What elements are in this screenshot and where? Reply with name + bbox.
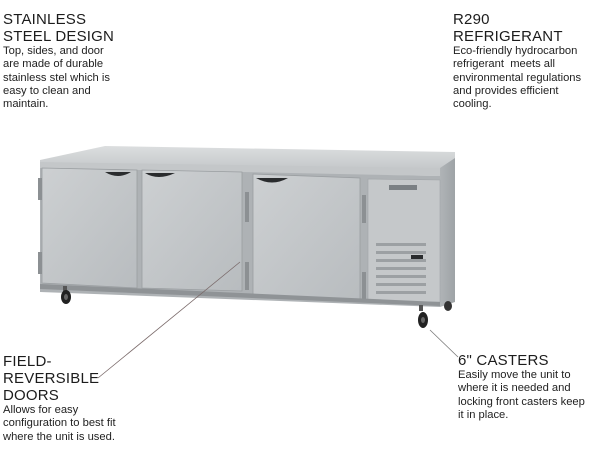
callout-title: FIELD- REVERSIBLE DOORS [3, 353, 143, 404]
body-line: where the unit is used. [3, 430, 115, 443]
door-handle-icon [105, 172, 131, 176]
body-line: stainless stel which is [3, 71, 110, 84]
caster-icon [418, 305, 428, 328]
callout-title: 6" CASTERS [458, 352, 549, 369]
caster-icon [444, 301, 452, 311]
title-line: DOORS [3, 387, 60, 404]
title-line: STAINLESS [3, 11, 87, 28]
callout-stainless-steel: STAINLESS STEEL DESIGN Top, sides, and d… [3, 11, 133, 111]
body-line: Easily move the unit to [458, 369, 571, 381]
door-handle-icon [145, 173, 175, 177]
title-line: STEEL DESIGN [3, 28, 115, 45]
callout-title: R290 REFRIGERANT [453, 11, 563, 45]
callout-body: Allows for easy configuration to best fi… [3, 404, 143, 444]
callout-casters: 6" CASTERS Easily move the unit to where… [458, 352, 598, 422]
callout-body: Top, sides, and door are made of durable… [3, 45, 133, 111]
body-line: environmental regulations [453, 71, 582, 84]
body-line: are made of durable [3, 58, 104, 71]
body-line: where it is needed and [458, 382, 571, 395]
body-line: easy to clean and [3, 84, 91, 97]
body-line: Top, sides, and door [3, 45, 104, 57]
callout-title: STAINLESS STEEL DESIGN [3, 11, 133, 45]
callout-body: Easily move the unit to where it is need… [458, 369, 598, 422]
body-line: Eco-friendly hydrocarbon [453, 45, 578, 57]
brand-badge [389, 185, 417, 190]
body-line: cooling. [453, 98, 492, 111]
door-2 [141, 169, 249, 292]
body-line: it in place. [458, 408, 509, 421]
doors-leader-line [97, 261, 241, 379]
door-3 [252, 173, 366, 301]
body-line: refrigerant meets all [453, 58, 555, 71]
vent-grille-icon [376, 243, 426, 294]
title-line: FIELD- [3, 353, 52, 370]
casters-leader-line [429, 329, 459, 358]
callout-body: Eco-friendly hydrocarbon refrigerant mee… [453, 45, 600, 111]
body-line: maintain. [3, 98, 49, 111]
compressor-panel [367, 178, 441, 303]
title-line: REVERSIBLE [3, 370, 100, 387]
callout-reversible-doors: FIELD- REVERSIBLE DOORS Allows for easy … [3, 353, 143, 444]
countertop [40, 146, 455, 168]
callout-refrigerant: R290 REFRIGERANT Eco-friendly hydrocarbo… [453, 11, 600, 111]
body-line: locking front casters keep [458, 395, 585, 408]
body-line: Allows for easy [3, 404, 79, 416]
door-handle-icon [256, 178, 288, 183]
caster-icon [61, 286, 71, 304]
body-line: and provides efficient [453, 84, 559, 97]
cabinet-side [440, 158, 455, 307]
body-line: configuration to best fit [3, 417, 116, 430]
door-1 [38, 167, 138, 289]
